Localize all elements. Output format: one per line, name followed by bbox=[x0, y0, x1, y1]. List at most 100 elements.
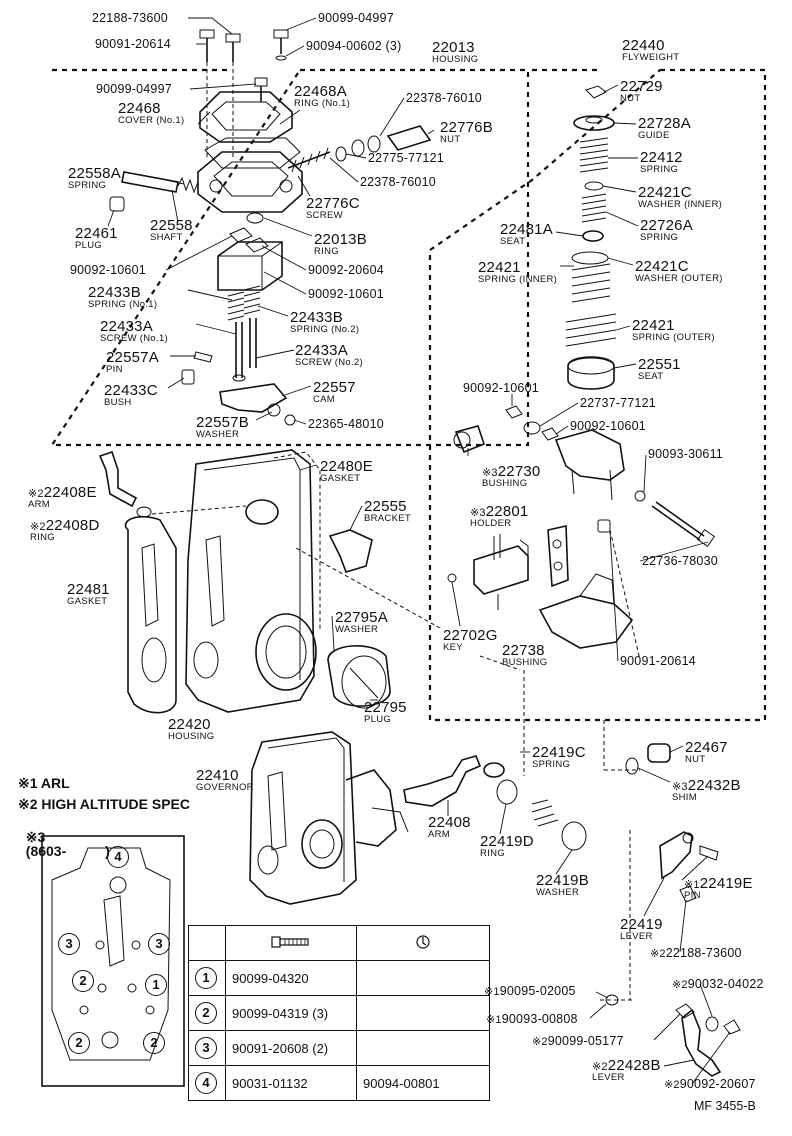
part-number: 22433B bbox=[290, 310, 359, 325]
part-number-text: 90091-20614 bbox=[95, 37, 171, 51]
part-number-text: 22421C bbox=[638, 184, 692, 201]
part-number: 22419 bbox=[620, 917, 663, 932]
part-name: CAM bbox=[313, 394, 336, 405]
table-row: 3 90091-20608 (2) bbox=[188, 1030, 490, 1066]
part-number-text: 22421C bbox=[635, 258, 689, 275]
part-number: 22013B bbox=[314, 232, 367, 247]
part-number-text: 90092-10601 bbox=[463, 381, 539, 395]
part-number: 22557A bbox=[106, 350, 159, 365]
part-number: 22188-73600 bbox=[92, 12, 168, 25]
part-name: SEAT bbox=[638, 371, 664, 382]
part-number: 22775-77121 bbox=[368, 152, 444, 165]
part-number: 22419B bbox=[536, 873, 589, 888]
part-number-text: 22365-48010 bbox=[308, 417, 384, 431]
part-number: 22728A bbox=[638, 116, 691, 131]
part-name: LEVER bbox=[592, 1072, 625, 1083]
part-number: 22468 bbox=[118, 101, 184, 116]
part-number: ※190093-00808 bbox=[486, 1013, 578, 1026]
part-name: WASHER bbox=[335, 624, 379, 635]
variant-mark: ※1 bbox=[486, 1014, 502, 1026]
row-nut-cell bbox=[356, 1030, 490, 1066]
part-number-text: 22737-77121 bbox=[580, 396, 656, 410]
variant-mark: ※2 bbox=[532, 1036, 548, 1048]
part-name: WASHER (OUTER) bbox=[635, 273, 723, 284]
part-number-text: 22432B bbox=[687, 777, 741, 794]
part-number-text: 22736-78030 bbox=[642, 554, 718, 568]
part-number-text: 22419C bbox=[532, 744, 586, 761]
row-num-cell: 3 bbox=[188, 1030, 226, 1066]
part-number: ※222408E bbox=[28, 485, 97, 500]
part-name: SPRING (No.2) bbox=[290, 324, 360, 335]
part-number: 22795 bbox=[364, 700, 407, 715]
note-3-mark: ※3 bbox=[25, 829, 46, 845]
part-callout-l39: 90092-10601 bbox=[463, 382, 539, 395]
flyweight-stack bbox=[565, 85, 617, 390]
part-name: HOUSING bbox=[168, 731, 215, 742]
bolt-22188-73600 bbox=[199, 29, 289, 62]
table-header-row bbox=[188, 925, 490, 961]
part-name: RING bbox=[30, 532, 55, 543]
part-number: 22480E bbox=[320, 459, 373, 474]
part-number: 90091-20614 bbox=[95, 38, 171, 51]
part-name: NUT bbox=[440, 134, 461, 145]
part-number: 22420 bbox=[168, 717, 214, 732]
bolt-icon bbox=[271, 935, 309, 948]
inset-callout-1: 1 bbox=[145, 974, 167, 996]
part-name: COVER (No.1) bbox=[118, 115, 185, 126]
cover-no1 bbox=[199, 91, 293, 143]
part-number: 90092-10601 bbox=[308, 288, 384, 301]
part-number: 22365-48010 bbox=[308, 418, 384, 431]
part-number-text: 22738 bbox=[502, 642, 545, 659]
part-name: ARM bbox=[28, 499, 51, 510]
part-name: BUSHING bbox=[482, 478, 528, 489]
row-num-cell: 4 bbox=[188, 1065, 226, 1101]
part-number-text: 22481A bbox=[500, 221, 553, 238]
part-number-text: 22440 bbox=[622, 37, 665, 54]
part-number-text: 22421 bbox=[478, 259, 521, 276]
part-number: 90093-30611 bbox=[648, 448, 723, 461]
part-number: ※222188-73600 bbox=[650, 947, 742, 960]
part-number: 90091-20614 bbox=[620, 655, 696, 668]
part-number: 22468A bbox=[294, 84, 350, 99]
part-name: SCREW bbox=[306, 210, 343, 221]
flyweight-group-boundary bbox=[428, 68, 767, 722]
part-number-text: 90032-04022 bbox=[687, 977, 764, 991]
part-number: ※290032-04022 bbox=[672, 978, 764, 991]
part-number-text: 22468A bbox=[294, 83, 347, 100]
variant-mark: ※2 bbox=[30, 521, 46, 533]
part-number: ※322432B bbox=[672, 778, 741, 793]
part-number: 22421 bbox=[478, 260, 557, 275]
row-bolt-cell: 90031-01132 bbox=[225, 1065, 357, 1101]
note-1-text: ARL bbox=[40, 775, 70, 791]
table-row: 4 90031-01132 90094-00801 bbox=[188, 1065, 490, 1101]
part-callout-l71: ※190093-00808 bbox=[486, 1013, 578, 1026]
note-2-mark: ※2 bbox=[18, 796, 38, 812]
part-number: 22461 bbox=[75, 226, 118, 241]
part-number: ※190095-02005 bbox=[484, 985, 576, 998]
part-callout-l68: ※222188-73600 bbox=[650, 947, 742, 960]
part-name: LEVER bbox=[620, 931, 653, 942]
inset-box bbox=[41, 835, 185, 1087]
part-number: 22378-76010 bbox=[360, 176, 436, 189]
inset-callout-4: 4 bbox=[107, 846, 129, 868]
part-number-text: 22558A bbox=[68, 165, 121, 182]
part-number-text: 22433B bbox=[290, 309, 343, 326]
